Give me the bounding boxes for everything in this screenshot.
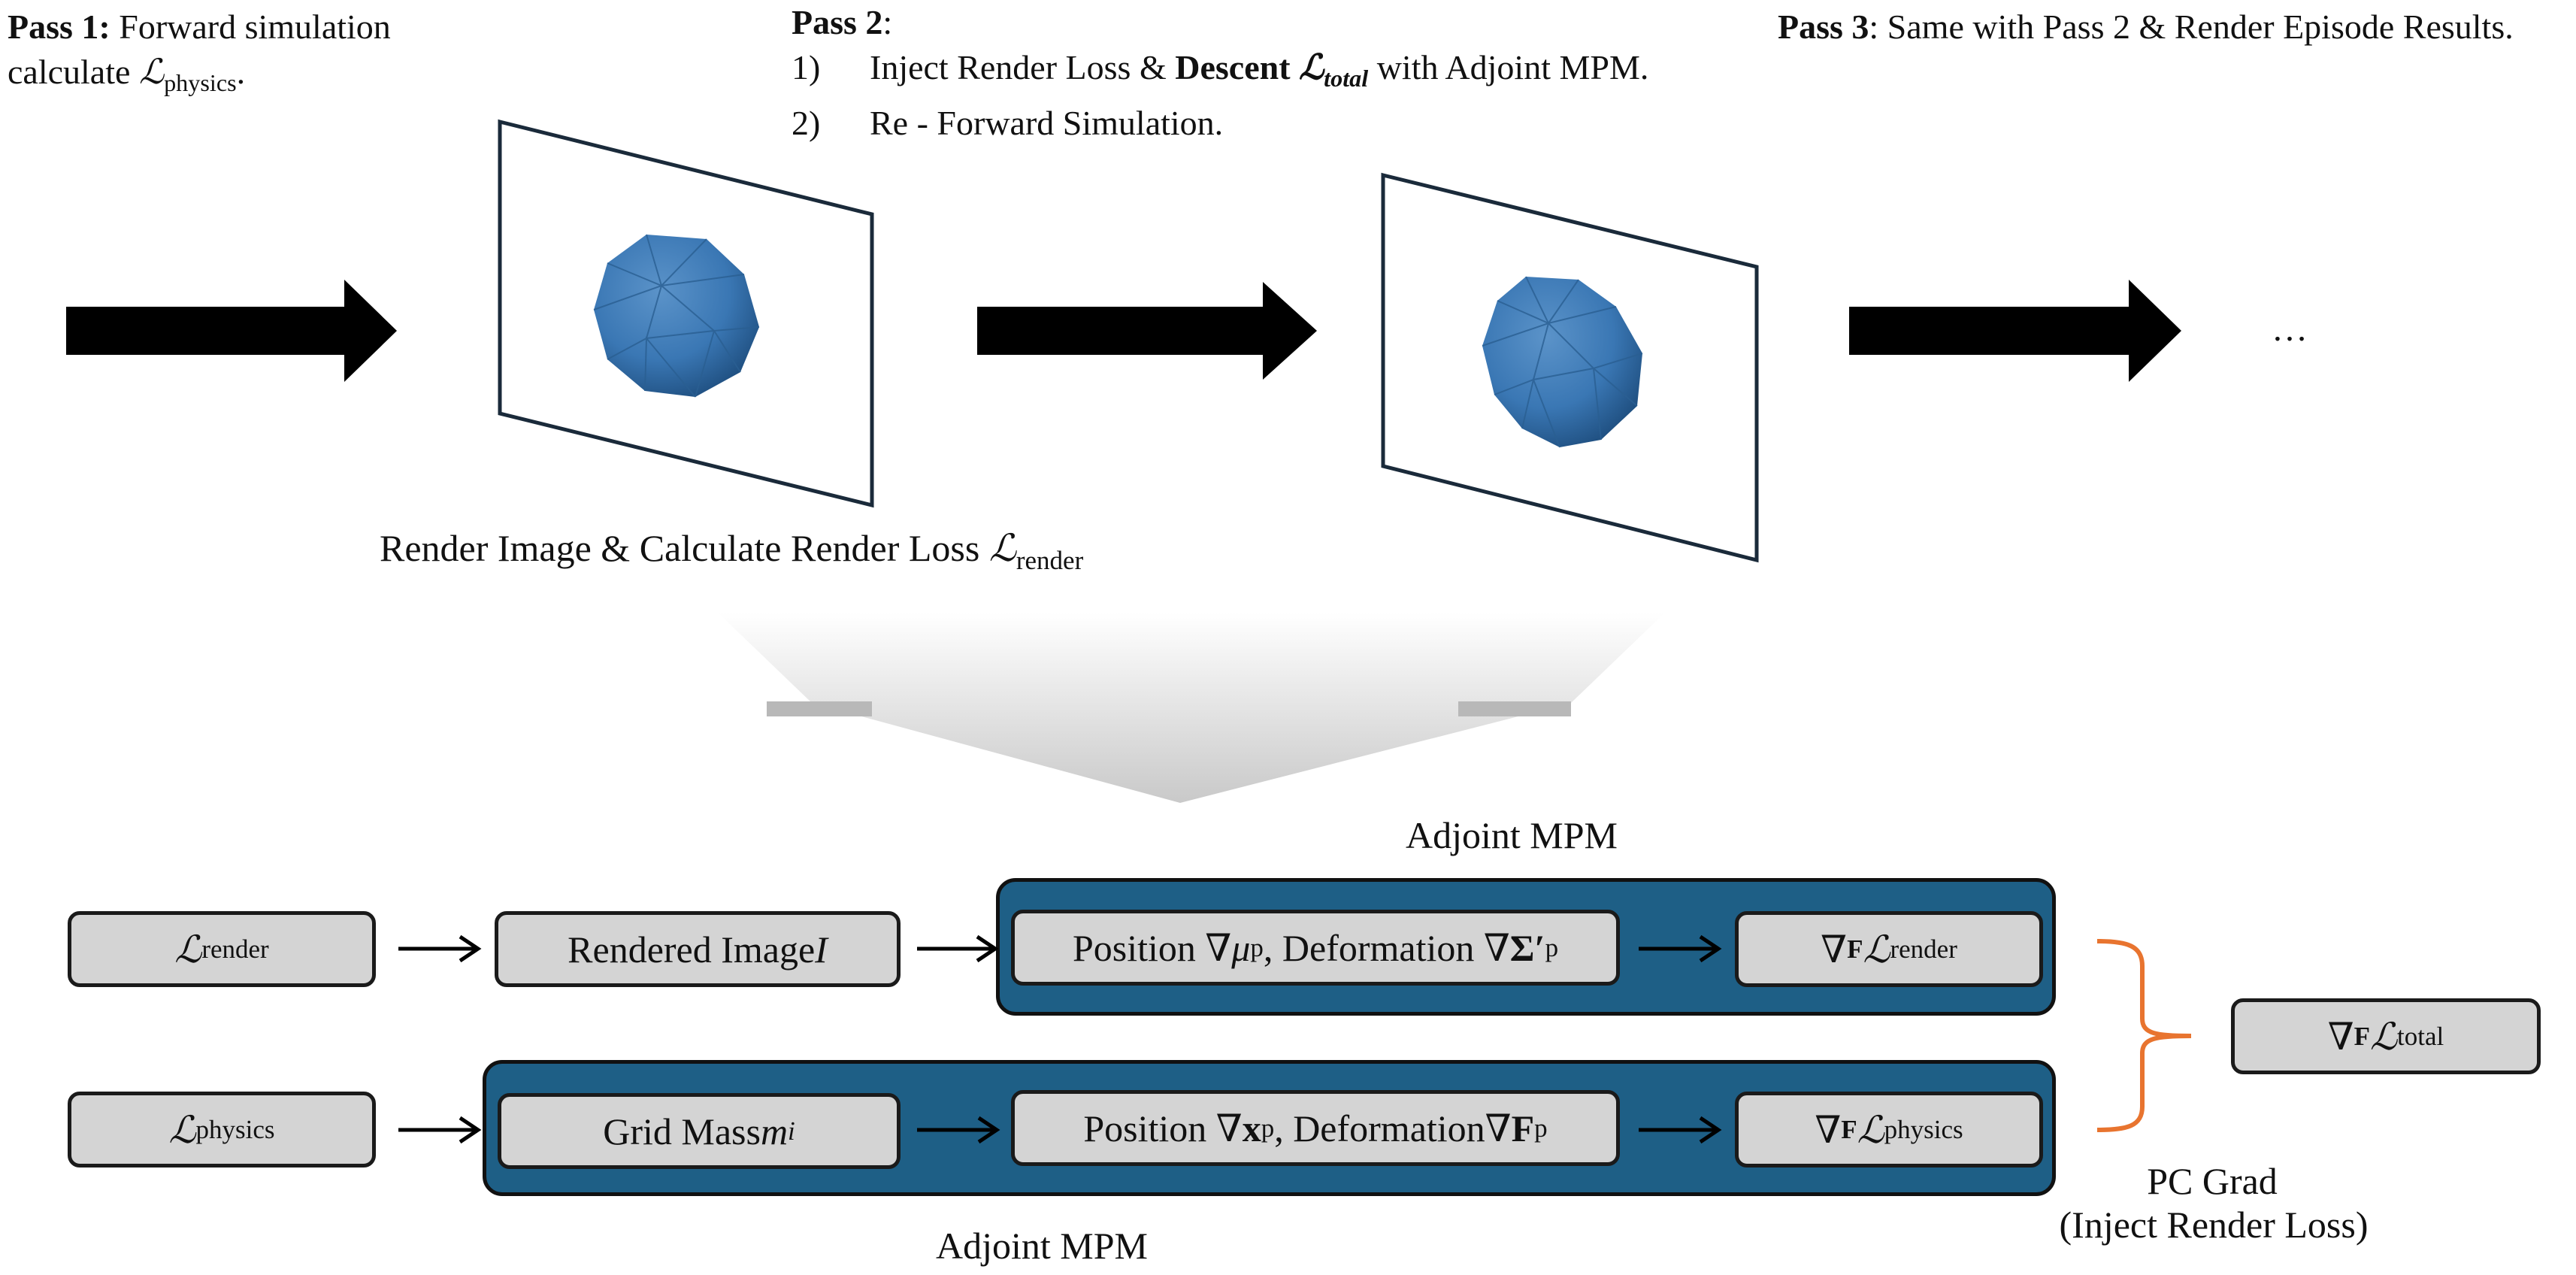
grad-total-nabla: ∇	[2327, 1015, 2354, 1058]
arrow-lrender-to-image	[398, 934, 482, 963]
l-physics-symbol: ℒ	[168, 1108, 196, 1151]
pass1-line1: Forward simulation	[119, 8, 391, 46]
pc-grad-label: PC Grad	[2114, 1159, 2310, 1203]
arrows	[398, 934, 1722, 1144]
pass2-item-1-num: 1)	[792, 48, 821, 86]
grad-render-symbol: ℒ	[1863, 928, 1890, 971]
pass1-line2-prefix: calculate	[8, 53, 139, 91]
l-render-symbol: ℒ	[174, 928, 202, 971]
pd-bottom-pre: Position ∇	[1083, 1107, 1243, 1149]
pass1-label: Pass 1:	[8, 8, 110, 46]
pass1-suffix: .	[236, 53, 246, 91]
grad-total-symbol: ℒ	[2370, 1015, 2398, 1058]
pass2-text: Pass 2: 1) Inject Render Loss & Descent …	[792, 0, 1648, 146]
pass2-item-1-symbol: ℒ	[1299, 48, 1324, 86]
render-caption-text: Render Image & Calculate Render Loss	[380, 527, 989, 569]
render-caption: Render Image & Calculate Render Loss ℒre…	[380, 526, 1083, 576]
grad-render-F: F	[1847, 934, 1863, 964]
grad-total-sub: total	[2397, 1021, 2444, 1051]
pass3-label: Pass 3	[1778, 8, 1869, 46]
grad-physics-sub: physics	[1884, 1114, 1963, 1144]
grid-mass-var-sub: i	[788, 1116, 795, 1146]
pass2-item-1-post: with Adjoint MPM.	[1368, 48, 1649, 86]
sphere-1	[593, 234, 760, 398]
adjoint-mpm-bottom-label: Adjoint MPM	[936, 1225, 1149, 1267]
sphere-2	[1482, 276, 1643, 448]
pd-top-mid: , Deformation ∇	[1263, 926, 1510, 969]
pass2-item-1-sub: total	[1324, 65, 1369, 92]
grad-render-nabla: ∇	[1821, 928, 1848, 971]
l-render-sub: render	[201, 934, 269, 964]
pass2-label: Pass 2	[792, 3, 883, 41]
grad-physics-symbol: ℒ	[1857, 1108, 1884, 1151]
orange-brace	[2096, 939, 2192, 1132]
forward-arrow-1	[66, 280, 397, 382]
pass1-text: Pass 1: Forward simulation calculate ℒph…	[8, 5, 391, 105]
pass2-item-2: 2) Re - Forward Simulation.	[792, 101, 1648, 146]
pd-bottom-x: x	[1242, 1107, 1261, 1149]
zoom-funnel	[718, 613, 1665, 803]
rendered-image-box: Rendered Image I	[495, 911, 901, 987]
grad-physics-F: F	[1841, 1114, 1857, 1144]
grid-mass-text: Grid Mass	[603, 1110, 761, 1152]
adjoint-mpm-top-label: Adjoint MPM	[1406, 814, 1618, 856]
pd-top-pre: Position ∇	[1072, 926, 1232, 969]
l-physics-sub: physics	[195, 1114, 275, 1144]
render-caption-symbol: ℒ	[988, 527, 1016, 569]
pd-bottom-x-sub: p	[1261, 1113, 1275, 1143]
arrow-pd-bottom-to-grad-physics	[1639, 1116, 1722, 1144]
pd-top-sigma: Σ′	[1509, 926, 1545, 969]
pd-top-mu: μ	[1231, 926, 1251, 969]
pass3-desc: : Same with Pass 2 & Render Episode Resu…	[1869, 8, 2514, 46]
render-caption-sub: render	[1016, 546, 1084, 575]
pass2-colon: :	[882, 3, 893, 41]
arrow-lphysics-to-adjoint	[398, 1116, 482, 1144]
render-frame-2	[1381, 172, 1759, 563]
pass2-item-1: 1) Inject Render Loss & Descent ℒtotal w…	[792, 45, 1648, 101]
grad-total-F: F	[2354, 1021, 2371, 1051]
top-diagram-graphics	[66, 119, 2181, 803]
ellipsis: …	[2272, 309, 2308, 349]
pass2-item-2-text: Re - Forward Simulation.	[870, 104, 1224, 143]
pass3-text: Pass 3: Same with Pass 2 & Render Episod…	[1778, 5, 2514, 50]
pc-grad-sublabel: (Inject Render Loss)	[2059, 1204, 2369, 1246]
pd-bottom-F-sub: p	[1534, 1113, 1548, 1143]
pc-grad-line1: PC Grad	[2147, 1160, 2278, 1202]
arrow-gridmass-to-pd-bottom	[917, 1116, 1000, 1144]
pass1-symbol: ℒ	[138, 53, 165, 91]
arrow-pd-top-to-grad-render	[1639, 934, 1722, 963]
forward-arrow-2	[977, 282, 1317, 380]
grid-mass-var: m	[760, 1110, 789, 1152]
grad-render-sub: render	[1890, 934, 1957, 964]
pass1-sub: physics	[164, 69, 237, 97]
rendered-image-var: I	[815, 928, 828, 971]
pass2-item-2-num: 2)	[792, 104, 821, 143]
rendered-image-text: Rendered Image	[568, 928, 816, 971]
pd-bottom-F: F	[1511, 1107, 1535, 1149]
pd-top-mu-sub: p	[1250, 932, 1264, 962]
render-frame-1	[498, 119, 874, 508]
pd-bottom-mid: , Deformation∇	[1274, 1107, 1512, 1149]
pass2-item-1-bold: Descent	[1175, 48, 1300, 86]
bottom-connectors	[398, 934, 2192, 1144]
pass2-item-1-pre: Inject Render Loss &	[870, 48, 1176, 86]
grad-physics-nabla: ∇	[1815, 1108, 1842, 1151]
pd-top-sigma-sub: p	[1545, 932, 1559, 962]
arrow-image-to-adjoint	[917, 934, 999, 963]
forward-arrow-3	[1849, 280, 2181, 382]
